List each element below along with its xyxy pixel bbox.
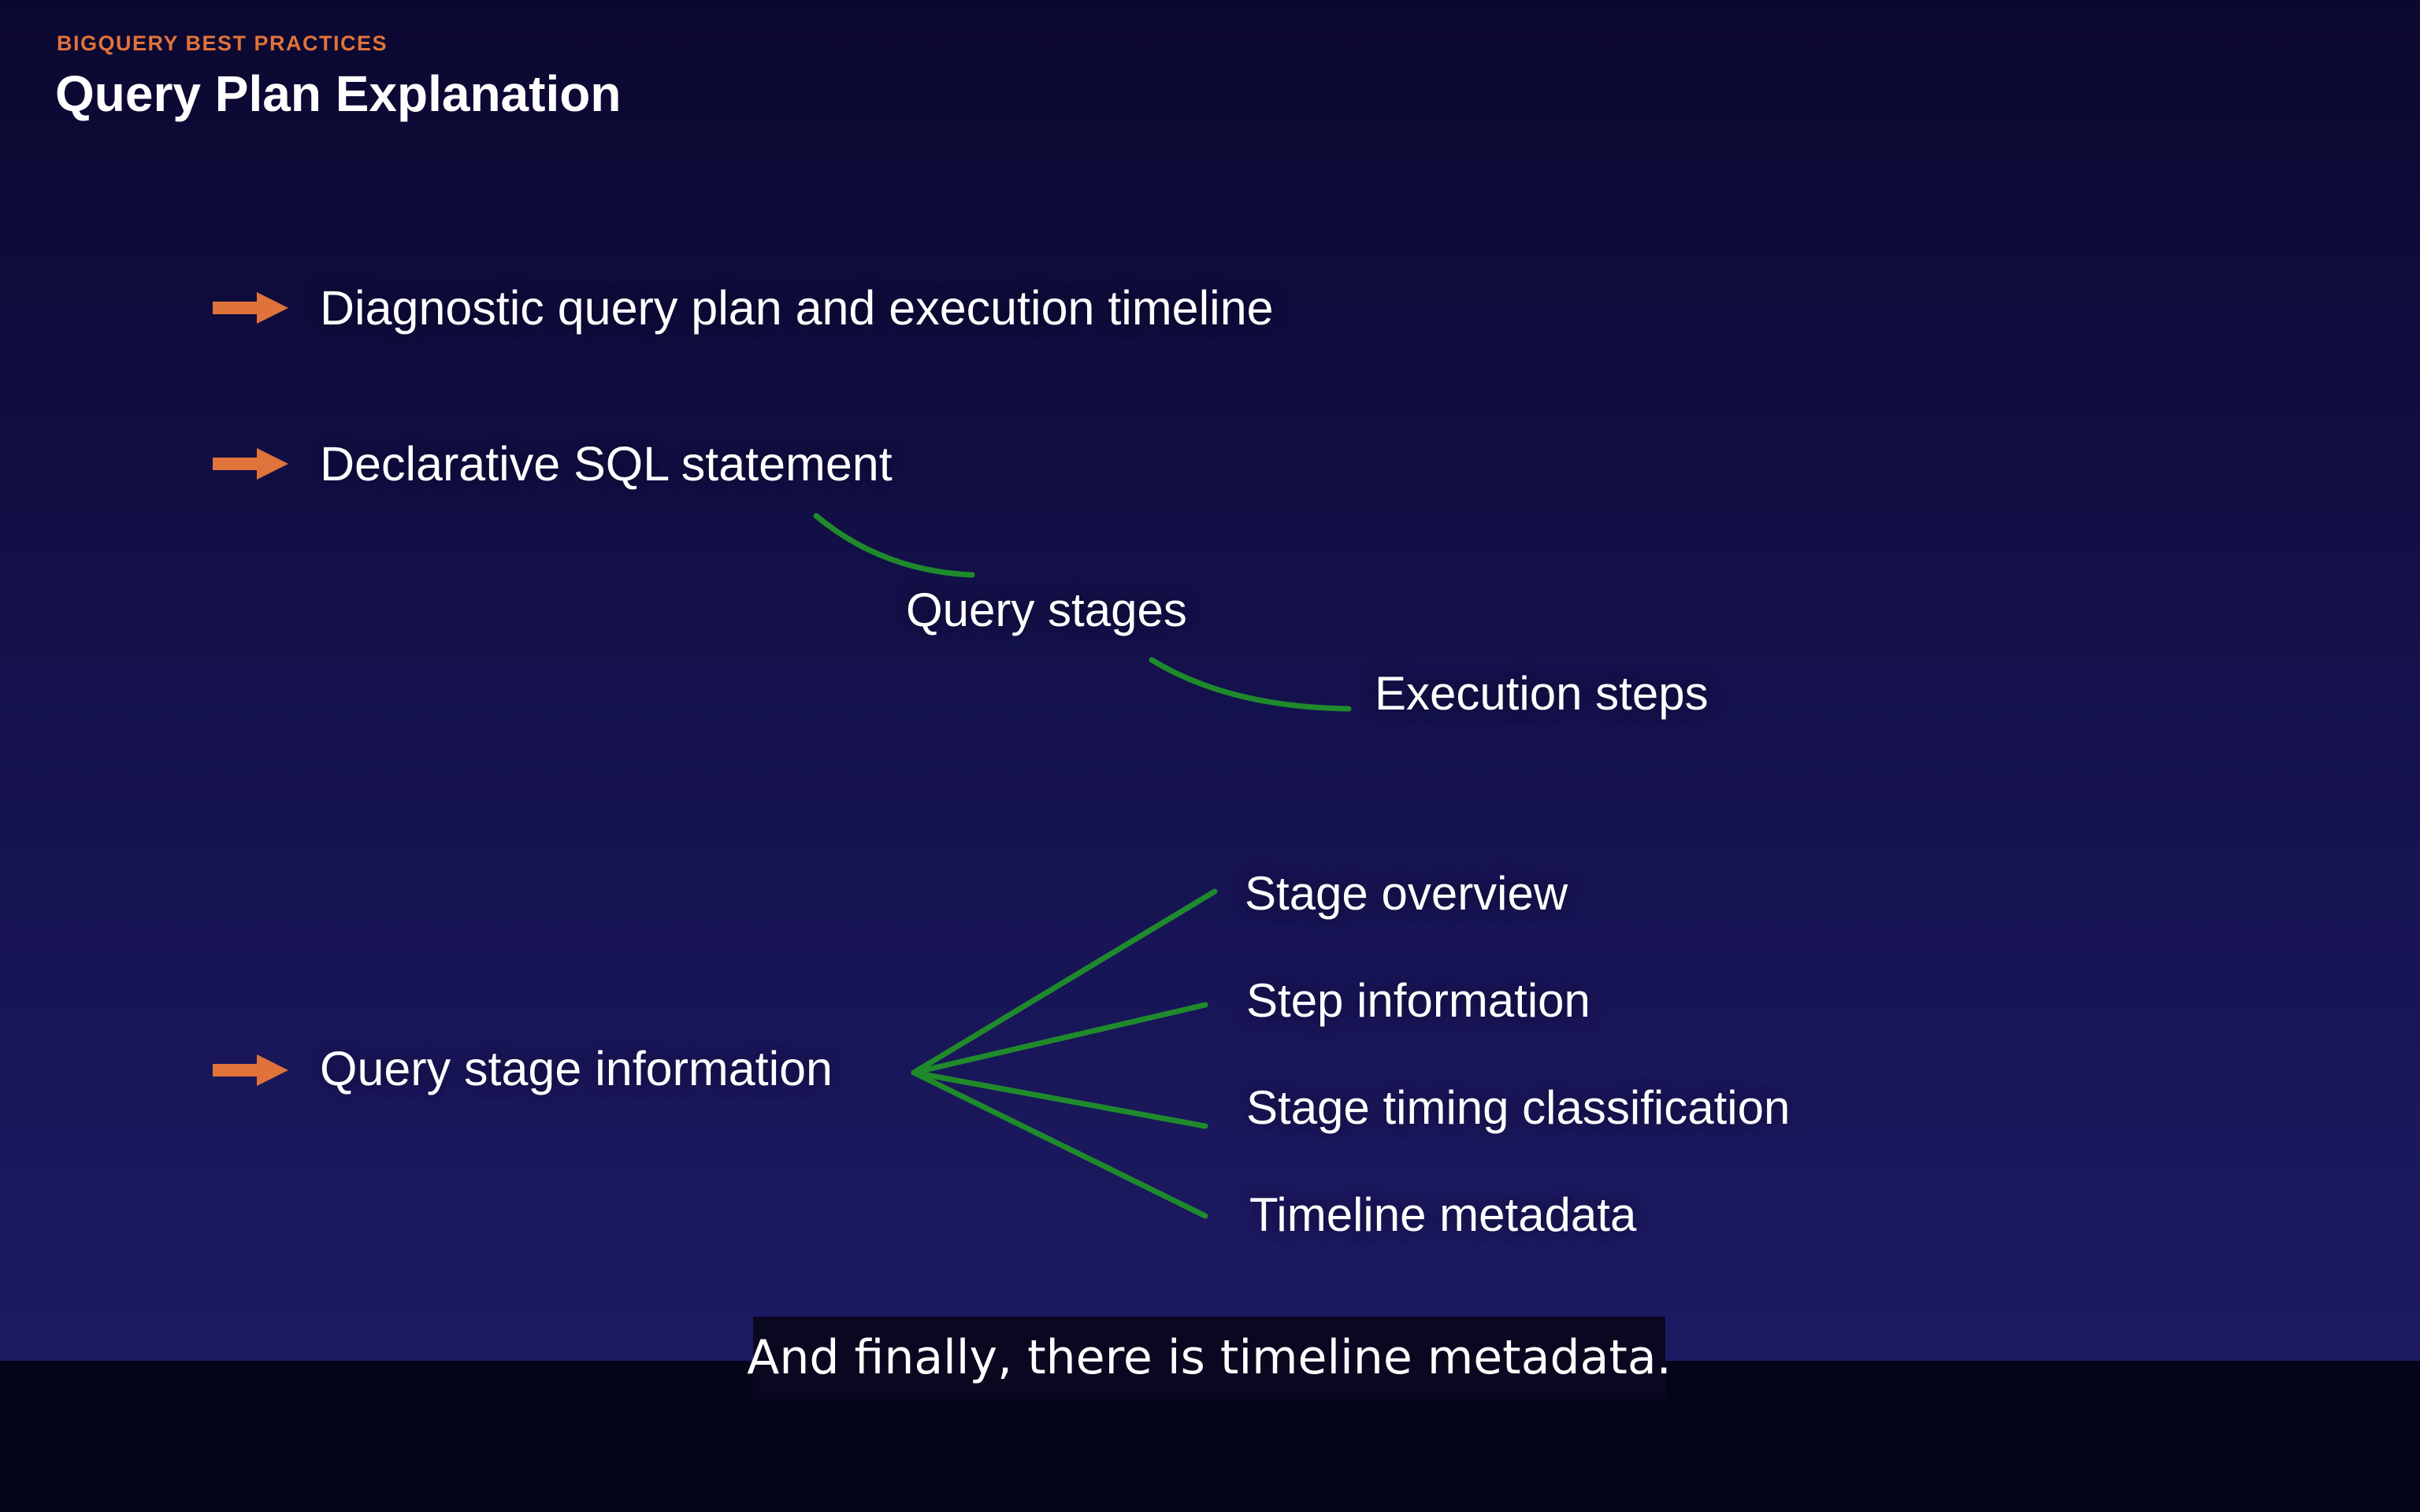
subtitle-caption: And finally, there is timeline metadata. [747,1317,1672,1399]
branch-line-stage-overview [911,888,1218,1076]
connector-stages-to-steps [1149,657,1352,712]
slide-eyebrow: BIGQUERY BEST PRACTICES [57,32,388,55]
bullet-declarative-sql: Declarative SQL statement [320,437,893,491]
arrow-right-icon [213,1054,288,1086]
branch-line-stage-timing [911,1069,1208,1129]
bullet-query-stage-information: Query stage information [320,1042,833,1095]
connector-sql-to-stages [813,513,975,578]
arrow-right-icon [213,292,288,324]
slide-title: Query Plan Explanation [55,65,622,122]
node-execution-steps: Execution steps [1375,667,1709,720]
bullet-diagnostic-plan: Diagnostic query plan and execution time… [320,281,1274,335]
node-query-stages: Query stages [906,584,1187,636]
branch-step-information: Step information [1246,974,1590,1027]
branch-stage-timing-classification: Stage timing classification [1246,1081,1791,1134]
presentation-slide: BIGQUERY BEST PRACTICES Query Plan Expla… [0,0,2420,1361]
arrow-right-icon [213,448,288,480]
connector-lines [813,513,1352,1219]
branch-line-step-information [911,1002,1208,1076]
branch-stage-overview: Stage overview [1245,867,1568,920]
branch-line-timeline-metadata [911,1069,1208,1219]
branch-timeline-metadata: Timeline metadata [1249,1188,1637,1241]
